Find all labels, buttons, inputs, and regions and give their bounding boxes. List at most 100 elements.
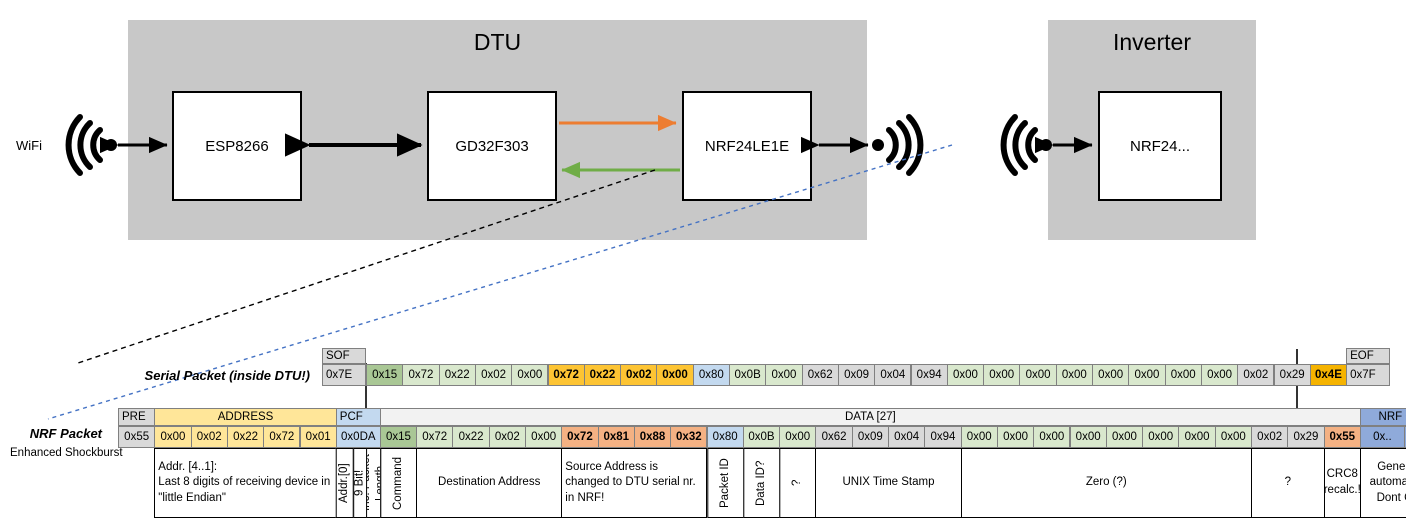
nrf-desc-8: Data ID? bbox=[742, 448, 781, 518]
nrf-desc-1: Addr.[0] bbox=[335, 448, 354, 518]
serial-byte-1: 0x72 bbox=[402, 364, 440, 386]
nrf-byte-0: 0x55 bbox=[118, 426, 156, 448]
nrf-desc-12: ? bbox=[1251, 448, 1325, 518]
nrf-byte-35: 0x.. bbox=[1403, 426, 1406, 448]
nrf-desc-6: Source Address is changed to DTU serial … bbox=[561, 448, 708, 518]
nrf-desc-13: CRC8 recalc.! bbox=[1323, 448, 1361, 518]
nrf-byte-16: 0x80 bbox=[706, 426, 744, 448]
nrf-byte-12: 0x72 bbox=[561, 426, 599, 448]
nrf-byte-25: 0x00 bbox=[1033, 426, 1071, 448]
serial-byte-26: 0x4E bbox=[1309, 364, 1348, 386]
nrf-byte-27: 0x00 bbox=[1105, 426, 1144, 448]
nrf-byte-28: 0x00 bbox=[1142, 426, 1180, 448]
serial-byte-16: 0x00 bbox=[946, 364, 985, 386]
nrf-group-0: PRE bbox=[118, 408, 156, 426]
nrf-byte-14: 0x88 bbox=[633, 426, 672, 448]
nrf-byte-34: 0x.. bbox=[1359, 426, 1405, 448]
nrf-packet-sublabel: Enhanced Shockburst bbox=[10, 447, 123, 459]
nrf-byte-9: 0x22 bbox=[452, 426, 490, 448]
nrf-byte-3: 0x22 bbox=[226, 426, 265, 448]
serial-value-sof: 0x7E bbox=[322, 364, 366, 386]
nrf-desc-11: Zero (?) bbox=[960, 448, 1252, 518]
nrf-byte-20: 0x09 bbox=[851, 426, 889, 448]
nrf-byte-23: 0x00 bbox=[960, 426, 998, 448]
nrf-desc-10: UNIX Time Stamp bbox=[815, 448, 962, 518]
chip-nrf24le1e-label: NRF24LE1E bbox=[704, 137, 790, 155]
nrf-byte-5: 0x01 bbox=[299, 426, 337, 448]
nrf-byte-8: 0x72 bbox=[416, 426, 454, 448]
serial-byte-19: 0x00 bbox=[1055, 364, 1093, 386]
chip-nrf24: NRF24... bbox=[1098, 91, 1222, 201]
serial-byte-20: 0x00 bbox=[1092, 364, 1130, 386]
serial-byte-2: 0x22 bbox=[438, 364, 476, 386]
serial-byte-8: 0x00 bbox=[656, 364, 694, 386]
chip-nrf24le1e: NRF24LE1E bbox=[682, 91, 812, 201]
serial-byte-18: 0x00 bbox=[1019, 364, 1057, 386]
nrf-byte-17: 0x0B bbox=[742, 426, 781, 448]
nrf-byte-4: 0x72 bbox=[263, 426, 301, 448]
nrf-byte-29: 0x00 bbox=[1178, 426, 1216, 448]
dtu-title: DTU bbox=[473, 29, 522, 55]
serial-value-eof: 0x7F bbox=[1346, 364, 1391, 386]
nrf-byte-22: 0x94 bbox=[924, 426, 962, 448]
inverter-title: Inverter bbox=[1113, 29, 1191, 55]
nrf-byte-33: 0x55 bbox=[1323, 426, 1361, 448]
serial-header-sof: SOF bbox=[322, 348, 366, 364]
nrf-byte-32: 0x29 bbox=[1287, 426, 1325, 448]
serial-packet-label: Serial Packet (inside DTU!) bbox=[144, 368, 310, 383]
nrf-desc-3: Inc. Packet Length bbox=[365, 448, 381, 518]
chip-esp8266: ESP8266 bbox=[172, 91, 302, 201]
serial-byte-24: 0x02 bbox=[1237, 364, 1275, 386]
nrf-byte-2: 0x02 bbox=[190, 426, 228, 448]
nrf-desc-14: Generated automatically. Dont Care! bbox=[1359, 448, 1406, 518]
nrf-byte-11: 0x00 bbox=[525, 426, 563, 448]
nrf-byte-13: 0x81 bbox=[597, 426, 635, 448]
dtu-rf-antenna-icon bbox=[872, 114, 924, 176]
serial-byte-14: 0x04 bbox=[874, 364, 912, 386]
serial-byte-11: 0x00 bbox=[765, 364, 803, 386]
nrf-group-1: ADDRESS bbox=[154, 408, 337, 426]
nrf-byte-19: 0x62 bbox=[815, 426, 853, 448]
chip-esp8266-label: ESP8266 bbox=[205, 137, 269, 155]
serial-byte-9: 0x80 bbox=[692, 364, 730, 386]
chip-nrf24-label: NRF24... bbox=[1129, 137, 1190, 155]
nrf-byte-6: 0x0DA bbox=[335, 426, 381, 448]
wifi-label: WiFi bbox=[16, 138, 42, 153]
nrf-byte-26: 0x00 bbox=[1069, 426, 1107, 448]
nrf-byte-30: 0x00 bbox=[1214, 426, 1252, 448]
serial-byte-4: 0x00 bbox=[511, 364, 549, 386]
nrf-group-4: NRF CRC bbox=[1359, 408, 1406, 426]
nrf-desc-5: Destination Address bbox=[416, 448, 563, 518]
chip-gd32f303: GD32F303 bbox=[427, 91, 557, 201]
serial-header-eof: EOF bbox=[1346, 348, 1391, 364]
nrf-desc-0: Addr. [4..1]:Last 8 digits of receiving … bbox=[154, 448, 337, 518]
serial-byte-7: 0x02 bbox=[620, 364, 658, 386]
nrf-byte-24: 0x00 bbox=[996, 426, 1035, 448]
nrf-byte-21: 0x04 bbox=[888, 426, 926, 448]
wifi-antenna-icon bbox=[65, 114, 117, 176]
serial-byte-5: 0x72 bbox=[547, 364, 585, 386]
nrf-byte-31: 0x02 bbox=[1251, 426, 1289, 448]
serial-byte-15: 0x94 bbox=[910, 364, 948, 386]
nrf-byte-10: 0x02 bbox=[488, 426, 526, 448]
nrf-group-3: DATA [27] bbox=[379, 408, 1361, 426]
serial-byte-13: 0x09 bbox=[837, 364, 876, 386]
serial-byte-6: 0x22 bbox=[583, 364, 622, 386]
nrf-byte-7: 0x15 bbox=[379, 426, 418, 448]
chip-gd32f303-label: GD32F303 bbox=[455, 137, 529, 155]
nrf-byte-15: 0x32 bbox=[670, 426, 708, 448]
nrf-group-2: PCF bbox=[335, 408, 381, 426]
serial-byte-0: 0x15 bbox=[366, 364, 404, 386]
serial-byte-25: 0x29 bbox=[1273, 364, 1311, 386]
serial-byte-21: 0x00 bbox=[1128, 364, 1166, 386]
nrf-desc-9: ? bbox=[779, 448, 817, 518]
nrf-desc-4: Command bbox=[379, 448, 418, 518]
serial-byte-12: 0x62 bbox=[801, 364, 839, 386]
serial-byte-23: 0x00 bbox=[1200, 364, 1239, 386]
serial-byte-3: 0x02 bbox=[474, 364, 513, 386]
nrf-desc-7: Packet ID bbox=[706, 448, 744, 518]
serial-byte-17: 0x00 bbox=[983, 364, 1021, 386]
nrf-desc-2: 9 Bit! bbox=[352, 448, 367, 518]
nrf-byte-1: 0x00 bbox=[154, 426, 192, 448]
